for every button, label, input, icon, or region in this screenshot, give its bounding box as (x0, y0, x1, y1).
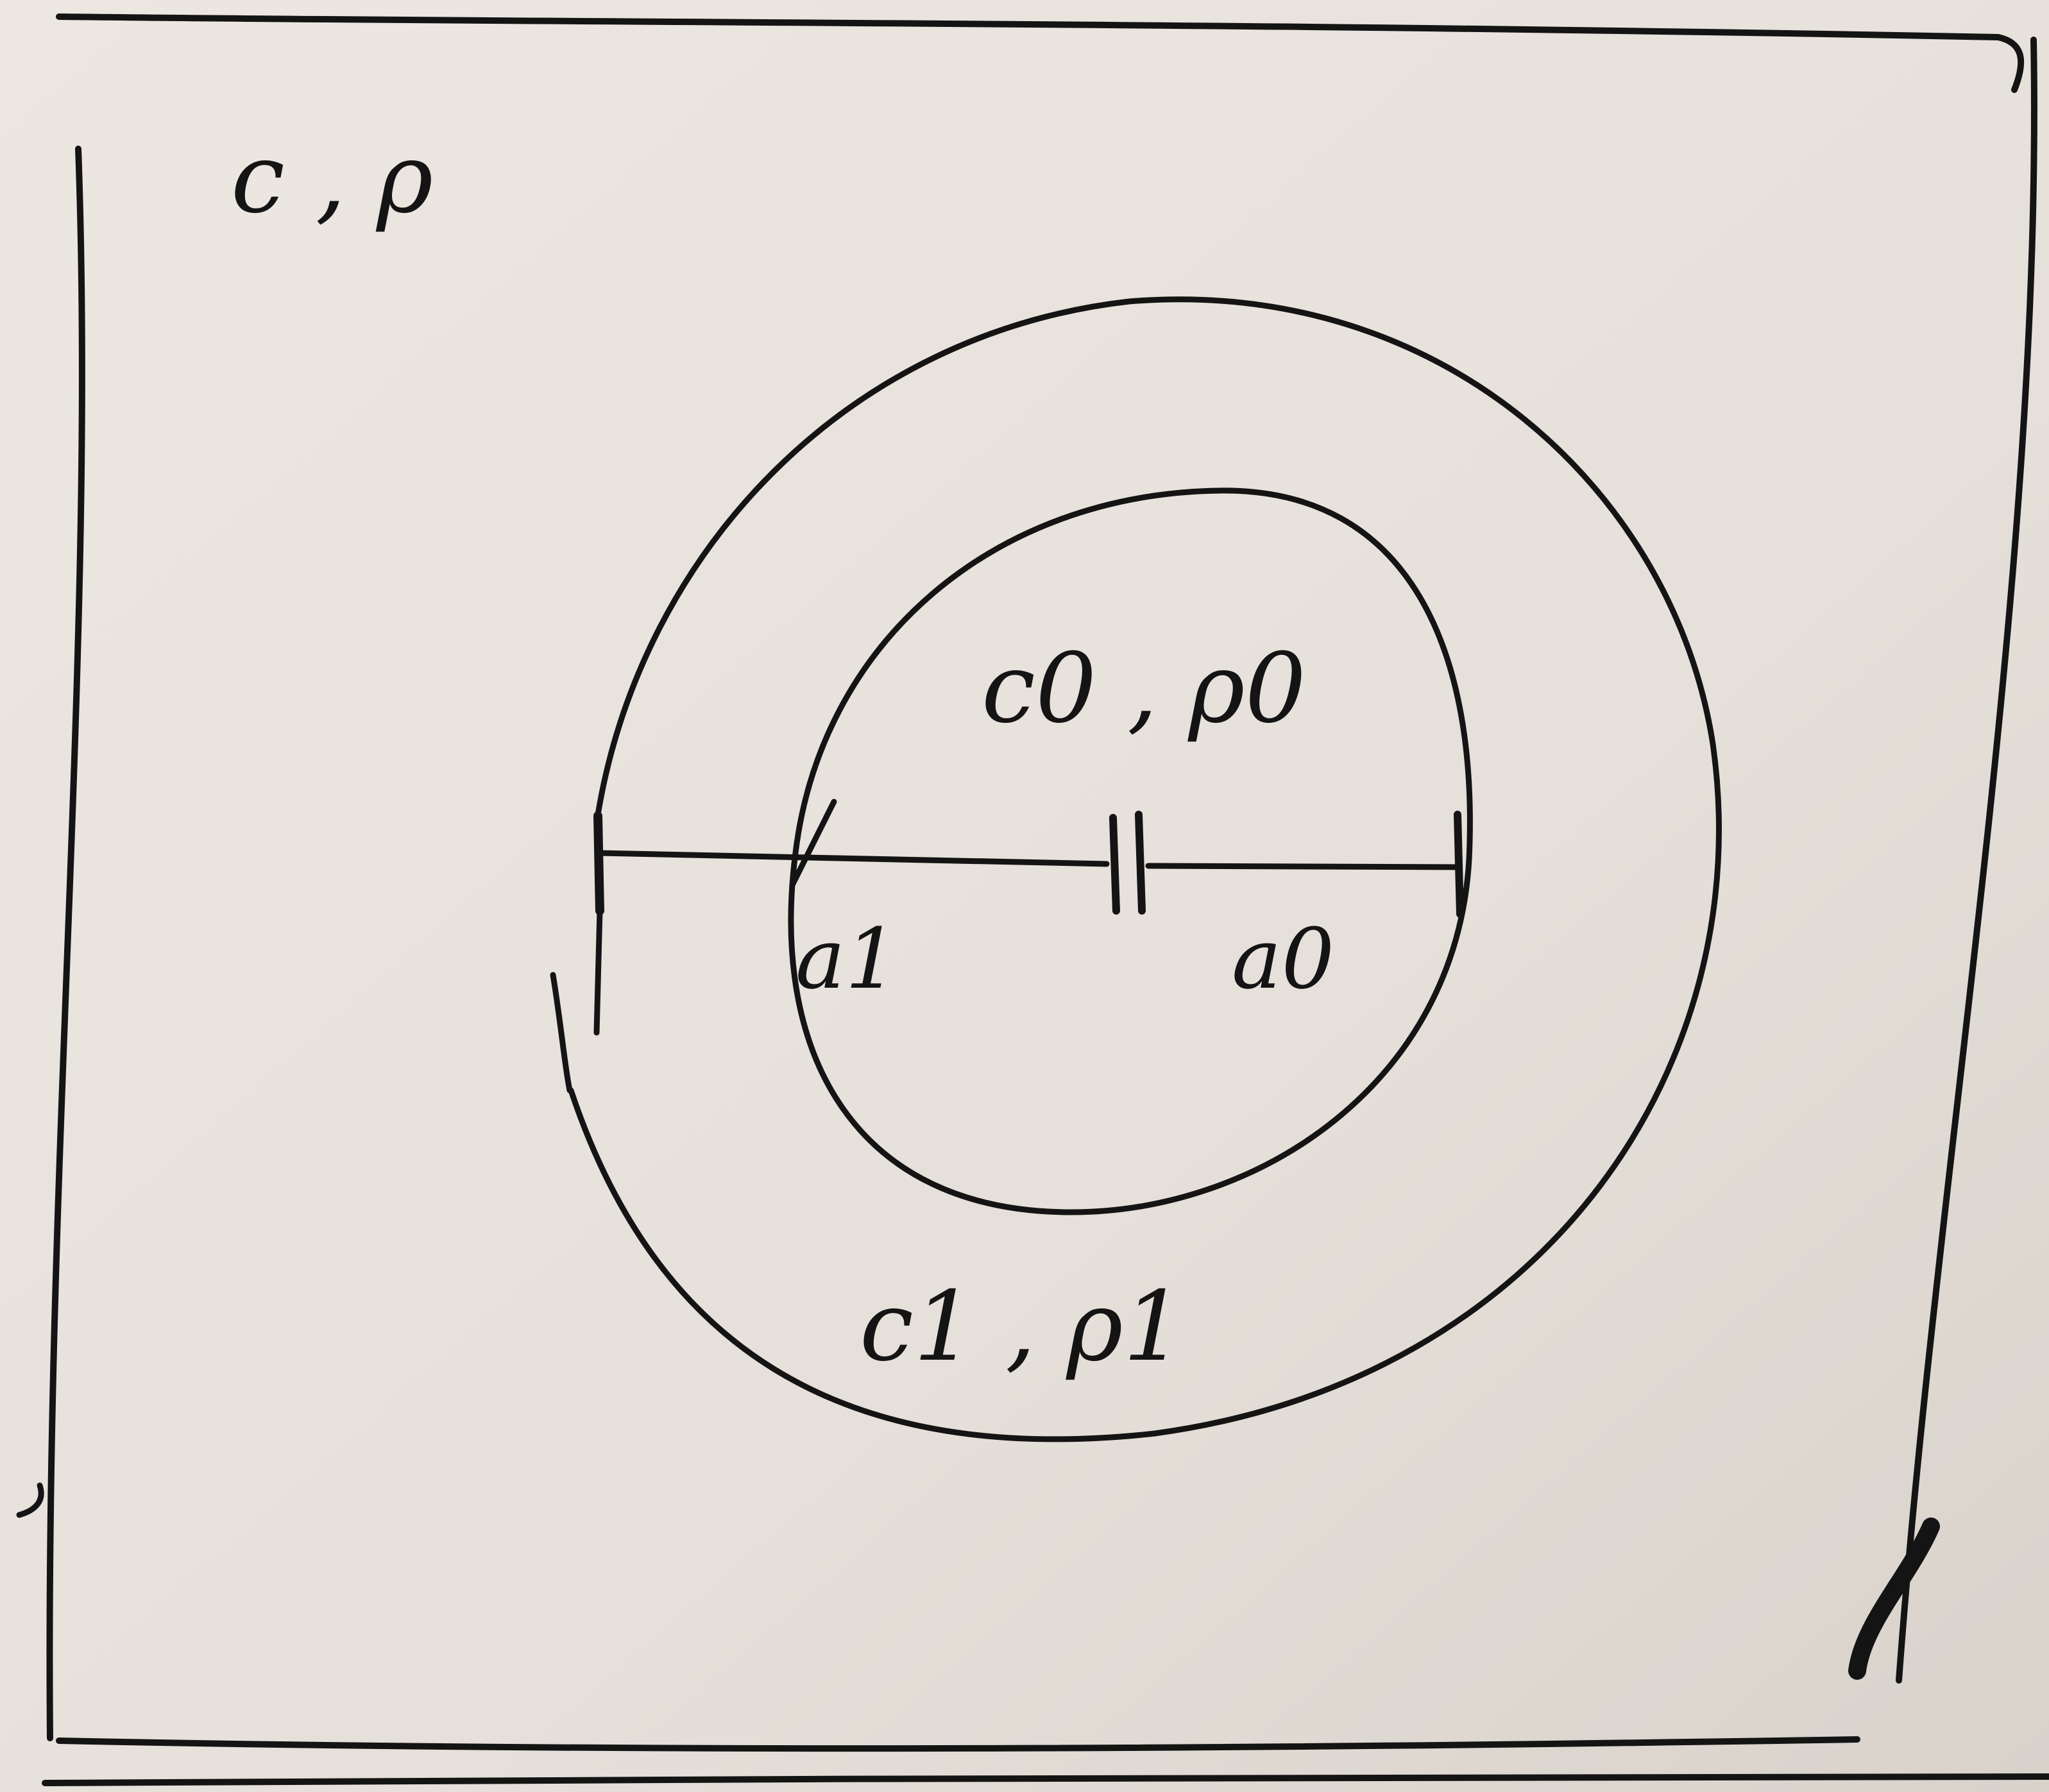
shell-medium-label: c1 , ρ1 (860, 1271, 1184, 1383)
inner-medium-label: c0 , ρ0 (982, 633, 1306, 745)
outer-medium-label: c , ρ (231, 123, 433, 235)
inner-radius-label: a0 (1232, 910, 1334, 1008)
outer-radius-label: a1 (795, 910, 898, 1008)
radius-dimension-line (593, 799, 1464, 1036)
outer-circle (568, 296, 1722, 1442)
inner-circle (788, 487, 1473, 1215)
outer-frame (16, 13, 2049, 1786)
